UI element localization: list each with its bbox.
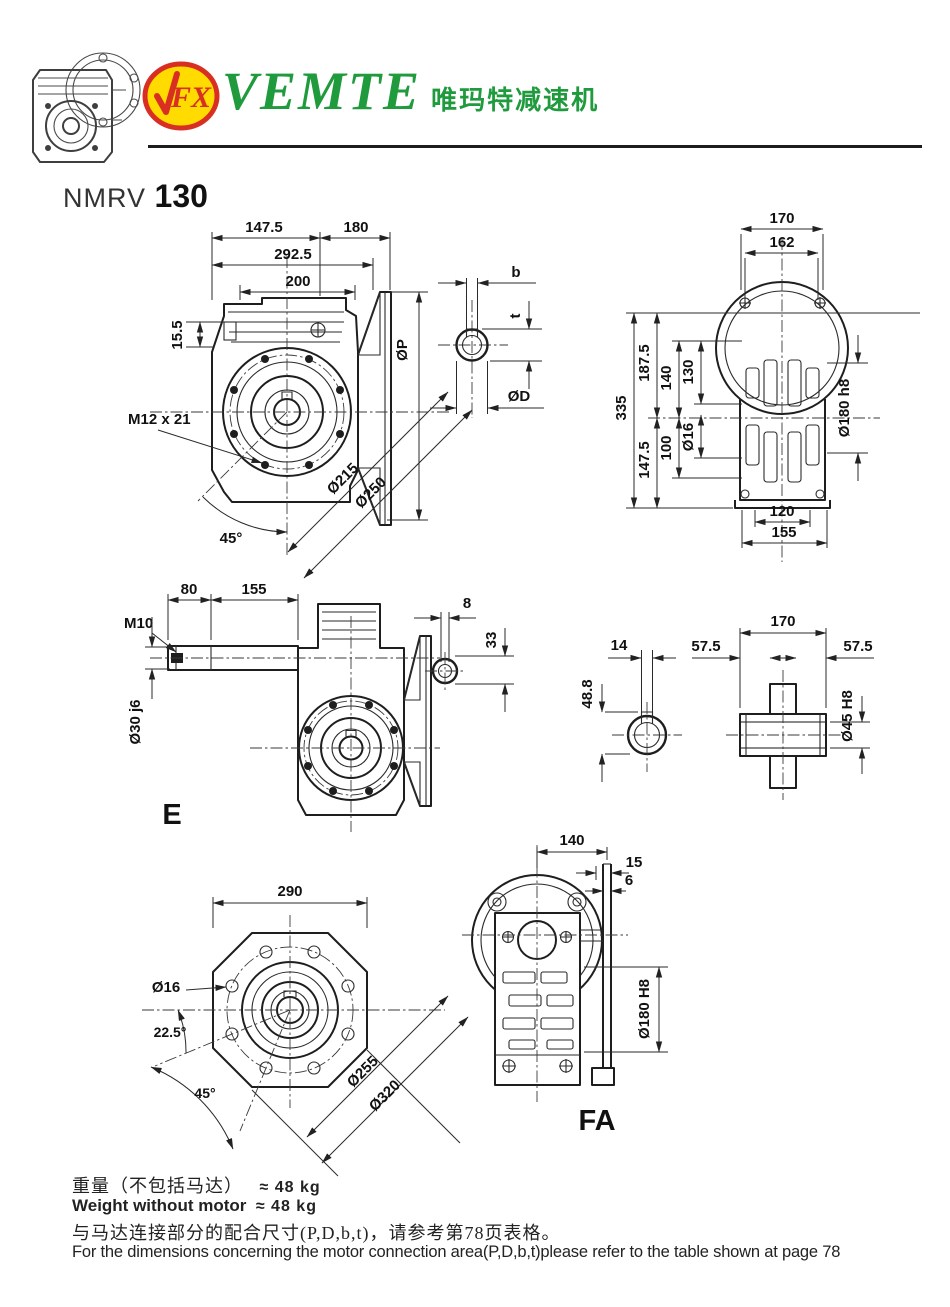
weight-label-cn: 重量（不包括马达） [72,1176,243,1196]
dim-hole-16: Ø16 [680,423,697,451]
weight-value-cn: ≈ 48 kg [259,1179,321,1196]
check-swoosh-icon [154,71,180,115]
weight-note-cn: 重量（不包括马达） ≈ 48 kg [72,1172,321,1198]
dim-320: Ø320 [366,1077,404,1115]
brand-wordmark: VEMTE 唯玛特减速机 [222,60,599,132]
hollow-shaft-section: 170 57.5 57.5 Ø45 H8 [691,613,874,800]
view-label-e: E [162,799,181,831]
output-bore-end-view: 14 48.8 [579,637,682,782]
dim-t: t [507,314,524,319]
view-label-fa: FA [578,1105,615,1137]
dim-170: 170 [769,210,794,227]
dim-15-5: 15.5 [169,320,186,349]
connection-note-en: For the dimensions concerning the motor … [72,1243,841,1261]
logo-monogram: FX [170,81,212,114]
dim-8: 8 [463,595,471,612]
dim-130: 130 [680,359,697,384]
dim-335: 335 [613,395,630,420]
dim-48-8: 48.8 [579,679,596,708]
e-version-drawing: 80 155 M10 Ø30 j6 E [124,581,440,832]
dim-140: 140 [658,365,675,390]
weight-value-en: ≈ 48 kg [255,1198,317,1215]
dim-155e: 155 [241,581,266,598]
output-flange-view: 290 Ø16 22.5° 45° Ø255 Ø320 [142,883,469,1177]
connection-note-cn: 与马达连接部分的配合尺寸(P,D,b,t)，请参考第78页表格。 [72,1223,561,1243]
dim-170h: 170 [770,613,795,630]
dim-187-5: 187.5 [636,344,653,382]
weight-label-en: Weight without motor [72,1196,247,1215]
dim-14: 14 [611,637,628,654]
dim-200: 200 [285,273,310,290]
dim-m12x21: M12 x 21 [128,411,191,428]
dim-22-5deg: 22.5° [154,1024,187,1040]
motor-shaft-key-section: b t ØD [430,264,544,418]
fa-side-view: 140 15 6 Ø180 H8 FA [462,832,668,1137]
dim-80: 80 [181,581,198,598]
dim-147-5: 147.5 [245,219,283,236]
dim-155: 155 [771,524,796,541]
dim-120: 120 [769,503,794,520]
dim-180: 180 [343,219,368,236]
dim-15: 15 [626,854,643,871]
header-divider [148,145,922,148]
dim-b: b [511,264,520,281]
brand-chinese-name: 唯玛特减速机 [431,86,600,115]
back-view-drawing: 170 162 335 187.5 147.5 140 100 130 Ø16 … [613,210,920,562]
weight-note-en: Weight without motor ≈ 48 kg [72,1196,317,1216]
dim-140fa: 140 [559,832,584,849]
dim-290: 290 [277,883,302,900]
brand-logo: FX [142,61,220,131]
dim-100: 100 [658,435,675,460]
brand-name: VEMTE [222,61,422,121]
model-size: 130 [154,178,208,214]
gearbox-photo-sketch [32,52,141,163]
dim-162: 162 [769,234,794,251]
dim-45deg-fa: 45° [194,1085,215,1101]
dim-57-5-left: 57.5 [691,638,720,655]
dim-d: ØD [508,388,531,405]
dim-6: 6 [625,872,633,889]
dim-45deg: 45° [220,530,243,547]
model-series: NMRV [63,183,147,213]
dim-33: 33 [483,632,500,649]
dim-spigot-180H8-fa: Ø180 H8 [636,979,653,1039]
dim-m10: M10 [124,615,153,632]
dim-292-5: 292.5 [274,246,312,263]
dim-motor-flange-p: ØP [394,339,411,361]
page-title: NMRV 130 [63,178,208,215]
dim-hole-16-fa: Ø16 [152,979,180,996]
dim-bore-45h8: Ø45 H8 [839,690,856,742]
side-view-drawing: 147.5 180 292.5 200 15.5 M12 x 21 ØP Ø21… [128,219,473,579]
dim-57-5-right: 57.5 [843,638,872,655]
dim-shaft-30j6: Ø30 j6 [127,699,144,744]
dim-147-5b: 147.5 [636,441,653,479]
worm-key-section: 8 33 [414,595,514,712]
dim-spigot-180h8: Ø180 h8 [836,379,853,437]
